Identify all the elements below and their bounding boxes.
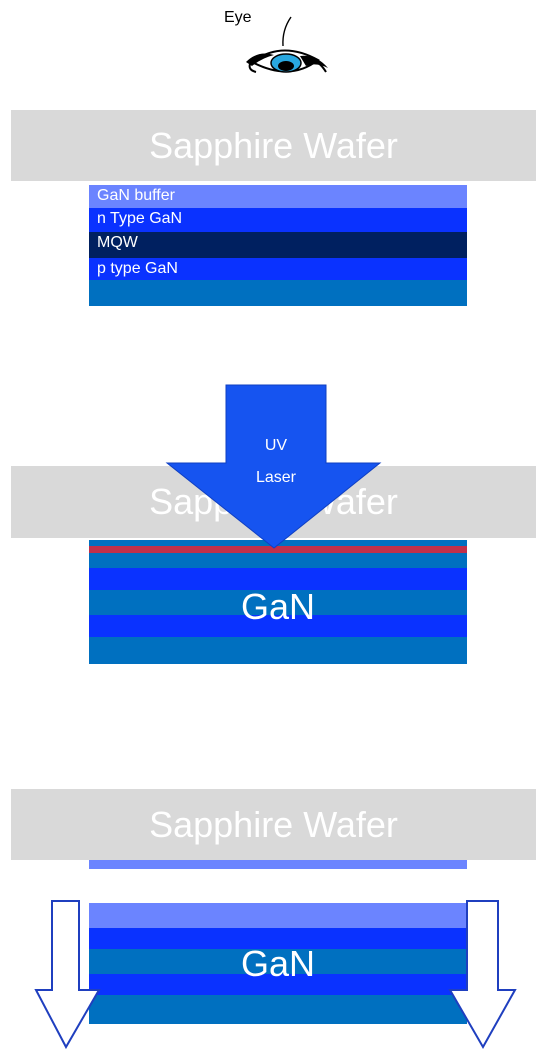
- layer-label: MQW: [97, 234, 138, 251]
- stage3-stack-band: [89, 974, 467, 995]
- layer-bottom: [89, 280, 467, 306]
- residual-buffer-layer: [89, 860, 467, 869]
- stage3-stack-band: [89, 949, 467, 974]
- layer-label: GaN buffer: [97, 187, 175, 204]
- stage2-stack-band: [89, 615, 467, 637]
- uv-laser-label-line1: UV: [264, 437, 288, 454]
- layer-mqw: MQW: [89, 232, 467, 258]
- stage3-stack-band: [89, 903, 467, 928]
- gan-label-3: GaN: [240, 943, 316, 984]
- eye-icon: [246, 16, 328, 73]
- layer-n-type-gan: n Type GaN: [89, 208, 467, 232]
- layer-gan-buffer: GaN buffer: [89, 185, 467, 208]
- stage2-stack-band: [89, 568, 467, 590]
- eye-label: Eye: [224, 9, 252, 26]
- uv-laser-arrow-icon: [165, 384, 382, 549]
- layer-label: n Type GaN: [97, 210, 183, 227]
- layer-p-type-gan: p type GaN: [89, 258, 467, 280]
- layer-label: p type GaN: [97, 260, 178, 277]
- stage3-stack-band: [89, 995, 467, 1024]
- gan-label-2: GaN: [240, 586, 316, 627]
- stage2-stack-band: [89, 637, 467, 664]
- stage3-stack-band: [89, 928, 467, 949]
- sapphire-wafer-3: Sapphire Wafer: [11, 789, 536, 860]
- sapphire-wafer-1: Sapphire Wafer: [11, 110, 536, 181]
- stage2-stack-band: [89, 590, 467, 615]
- interface-line: [89, 546, 467, 553]
- uv-laser-label-line2: Laser: [255, 469, 297, 486]
